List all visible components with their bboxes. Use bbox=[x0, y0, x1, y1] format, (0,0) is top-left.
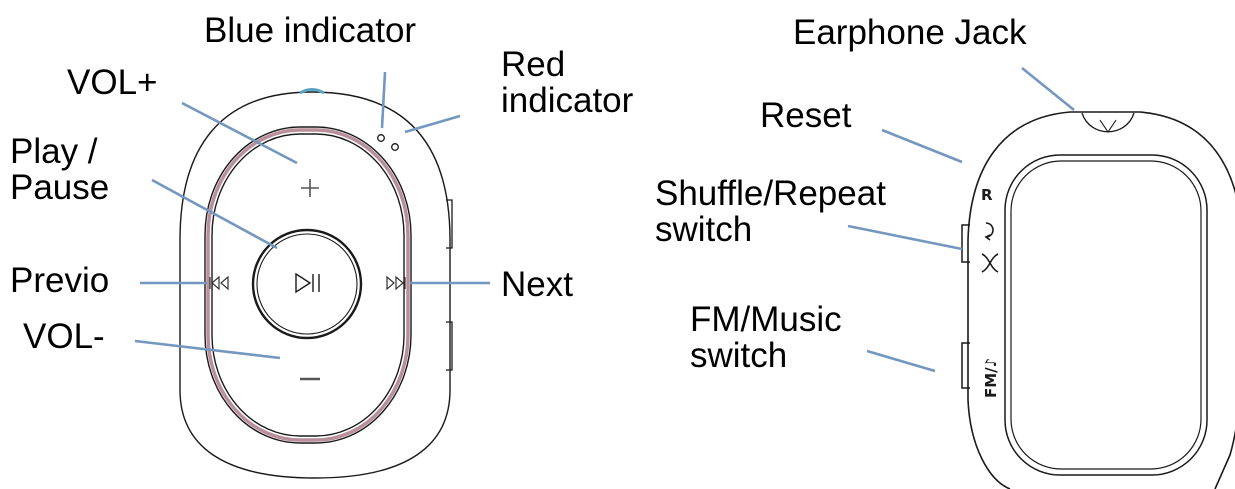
side-device-body bbox=[967, 111, 1235, 489]
side-leader-lines bbox=[847, 66, 1075, 373]
repeat-icon bbox=[984, 222, 994, 241]
leader-line-vol-plus bbox=[181, 101, 298, 165]
leader-line-red-indicator bbox=[404, 114, 461, 134]
plus-icon[interactable] bbox=[301, 179, 319, 197]
label-vol-minus: VOL- bbox=[23, 317, 105, 356]
label-red-indicator-line2: indicator bbox=[501, 81, 634, 120]
side-inner-panel-outer bbox=[1004, 154, 1208, 476]
fm-music-marking: FM/♪ bbox=[982, 358, 1000, 398]
leader-line-shuffle-repeat bbox=[847, 224, 963, 251]
leader-line-fm-music bbox=[866, 349, 936, 373]
side-view-device bbox=[961, 111, 1235, 489]
label-previous: Previo bbox=[10, 261, 110, 300]
blue-indicator-dot-icon bbox=[377, 134, 385, 142]
next-track-icon[interactable] bbox=[386, 275, 406, 291]
front-side-button-lower bbox=[446, 321, 453, 371]
previous-track-icon[interactable] bbox=[209, 275, 229, 291]
label-red-indicator-line1: Red bbox=[501, 45, 566, 84]
red-indicator-dot-icon bbox=[391, 143, 399, 151]
label-vol-plus: VOL+ bbox=[67, 63, 158, 102]
label-play-pause-line1: Play / bbox=[10, 132, 98, 171]
front-view-device bbox=[179, 88, 453, 479]
front-leader-lines bbox=[134, 71, 490, 360]
shuffle-icon bbox=[981, 253, 999, 273]
play-pause-icon bbox=[295, 272, 320, 294]
play-pause-button-inner bbox=[256, 233, 358, 335]
leader-line-earphone-jack bbox=[1021, 66, 1075, 112]
control-ring-inner bbox=[211, 133, 405, 437]
side-inner-panel-inner bbox=[1010, 160, 1202, 470]
label-play-pause-line2: Pause bbox=[10, 168, 110, 207]
fm-music-switch[interactable] bbox=[961, 342, 970, 389]
label-blue-indicator: Blue indicator bbox=[204, 11, 417, 50]
leader-line-play-pause bbox=[151, 178, 278, 250]
label-next: Next bbox=[501, 265, 573, 304]
leader-line-reset bbox=[881, 128, 963, 164]
label-earphone-jack: Earphone Jack bbox=[793, 13, 1027, 52]
leader-line-blue-indicator bbox=[380, 71, 387, 129]
control-ring-outer bbox=[204, 126, 412, 444]
label-fm-music-line2: switch bbox=[690, 336, 788, 375]
control-ring-accent bbox=[206, 128, 410, 442]
reset-marking: R bbox=[981, 186, 993, 204]
earphone-jack-port-inner bbox=[1099, 119, 1117, 133]
label-reset: Reset bbox=[760, 96, 852, 135]
leader-line-vol-minus bbox=[134, 339, 281, 360]
label-shuffle-repeat-line2: switch bbox=[655, 210, 753, 249]
shuffle-repeat-switch[interactable] bbox=[961, 224, 970, 263]
label-fm-music-line1: FM/Music bbox=[690, 300, 842, 339]
blue-indicator-nub-icon bbox=[299, 88, 325, 95]
play-pause-button-outer[interactable] bbox=[251, 228, 363, 340]
label-shuffle-repeat-line1: Shuffle/Repeat bbox=[655, 174, 886, 213]
front-side-button-upper bbox=[446, 199, 453, 249]
